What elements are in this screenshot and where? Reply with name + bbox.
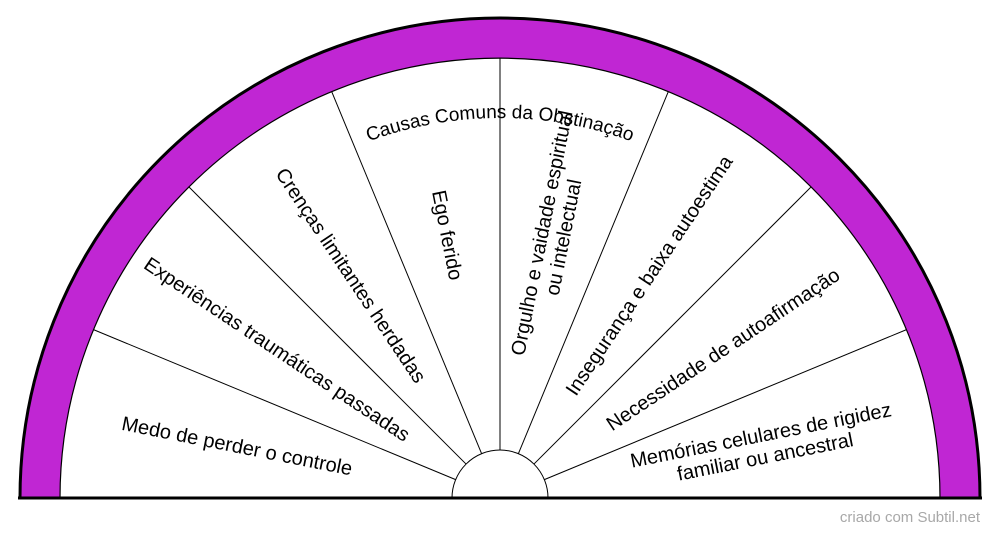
credit-text: criado com Subtil.net [839, 509, 980, 526]
segment-divider [188, 186, 467, 465]
segment-dividers [93, 58, 907, 481]
segment-divider [533, 186, 812, 465]
center-hub [451, 449, 549, 499]
segment-divider [517, 91, 669, 454]
segment-divider [93, 329, 456, 481]
segment-divider [544, 329, 907, 481]
segment-divider [331, 91, 483, 454]
